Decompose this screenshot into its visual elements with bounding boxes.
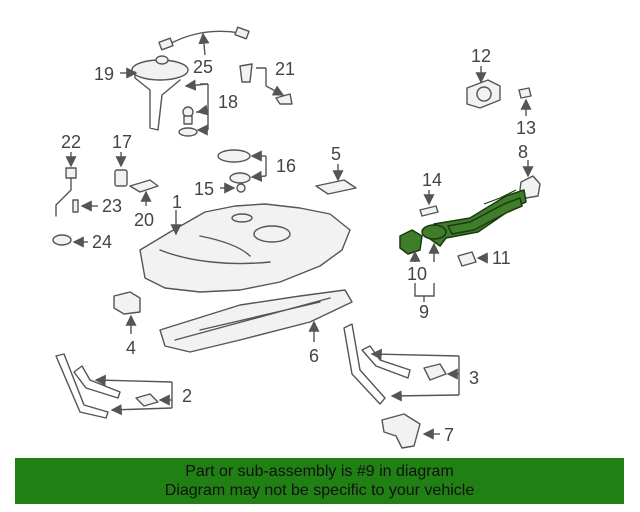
part-19-pump-sender[interactable] (120, 55, 189, 131)
banner-line-2: Diagram may not be specific to your vehi… (164, 482, 475, 499)
callout-2: 2 (182, 386, 192, 406)
callout-6: 6 (309, 346, 319, 366)
callout-9: 9 (419, 302, 429, 322)
part-5-protector[interactable] (315, 164, 357, 195)
callout-17: 17 (112, 132, 132, 152)
callout-24: 24 (92, 232, 112, 252)
part-25-harness[interactable] (158, 26, 250, 56)
part-20-bracket[interactable] (129, 179, 159, 206)
callout-4: 4 (126, 338, 136, 358)
part-12-fuel-door[interactable] (466, 66, 501, 109)
callout-15: 15 (194, 179, 214, 199)
part-24-grommet[interactable] (52, 234, 88, 248)
part-14-hose[interactable] (419, 190, 439, 217)
callout-21: 21 (275, 59, 295, 79)
part-4-pad[interactable] (113, 291, 141, 334)
callout-25: 25 (193, 57, 213, 77)
callout-12: 12 (471, 46, 491, 66)
part-23-clip[interactable] (72, 199, 98, 213)
exploded-parts-diagram: 25 19 18 21 12 13 (52, 26, 541, 449)
part-3-straps[interactable] (343, 323, 460, 405)
part-7-bracket[interactable] (381, 413, 440, 449)
part-9-filler-neck-highlighted[interactable] (399, 189, 527, 255)
callout-5: 5 (331, 144, 341, 164)
callout-8: 8 (518, 142, 528, 162)
part-22-sensor[interactable] (55, 152, 77, 217)
callout-13: 13 (516, 118, 536, 138)
callout-20: 20 (134, 210, 154, 230)
part-1-fuel-tank[interactable] (139, 203, 351, 293)
callout-23: 23 (102, 196, 122, 216)
callout-3: 3 (469, 368, 479, 388)
part-11-clip[interactable] (457, 251, 488, 267)
callout-11: 11 (492, 248, 511, 268)
callout-19: 19 (94, 64, 114, 84)
callout-9-10-leaders (409, 242, 440, 302)
part-18-filter[interactable] (178, 79, 209, 137)
banner-line-1: Part or sub-assembly is #9 in diagram (185, 463, 454, 480)
callout-1: 1 (172, 192, 182, 212)
callout-22: 22 (61, 132, 81, 152)
part-21-bracket[interactable] (239, 63, 293, 105)
callout-7: 7 (444, 425, 454, 445)
info-banner: Part or sub-assembly is #9 in diagram Di… (15, 458, 624, 504)
part-17-vent[interactable] (114, 152, 128, 187)
part-6-shield[interactable] (159, 289, 353, 353)
part-2-straps[interactable] (55, 353, 173, 419)
part-13-clip[interactable] (518, 87, 532, 116)
callout-14: 14 (422, 170, 442, 190)
callout-18: 18 (218, 92, 238, 112)
callout-10: 10 (407, 264, 427, 284)
part-16-gasket[interactable] (217, 149, 267, 184)
callout-16: 16 (276, 156, 296, 176)
part-15-bolt[interactable] (220, 182, 246, 194)
